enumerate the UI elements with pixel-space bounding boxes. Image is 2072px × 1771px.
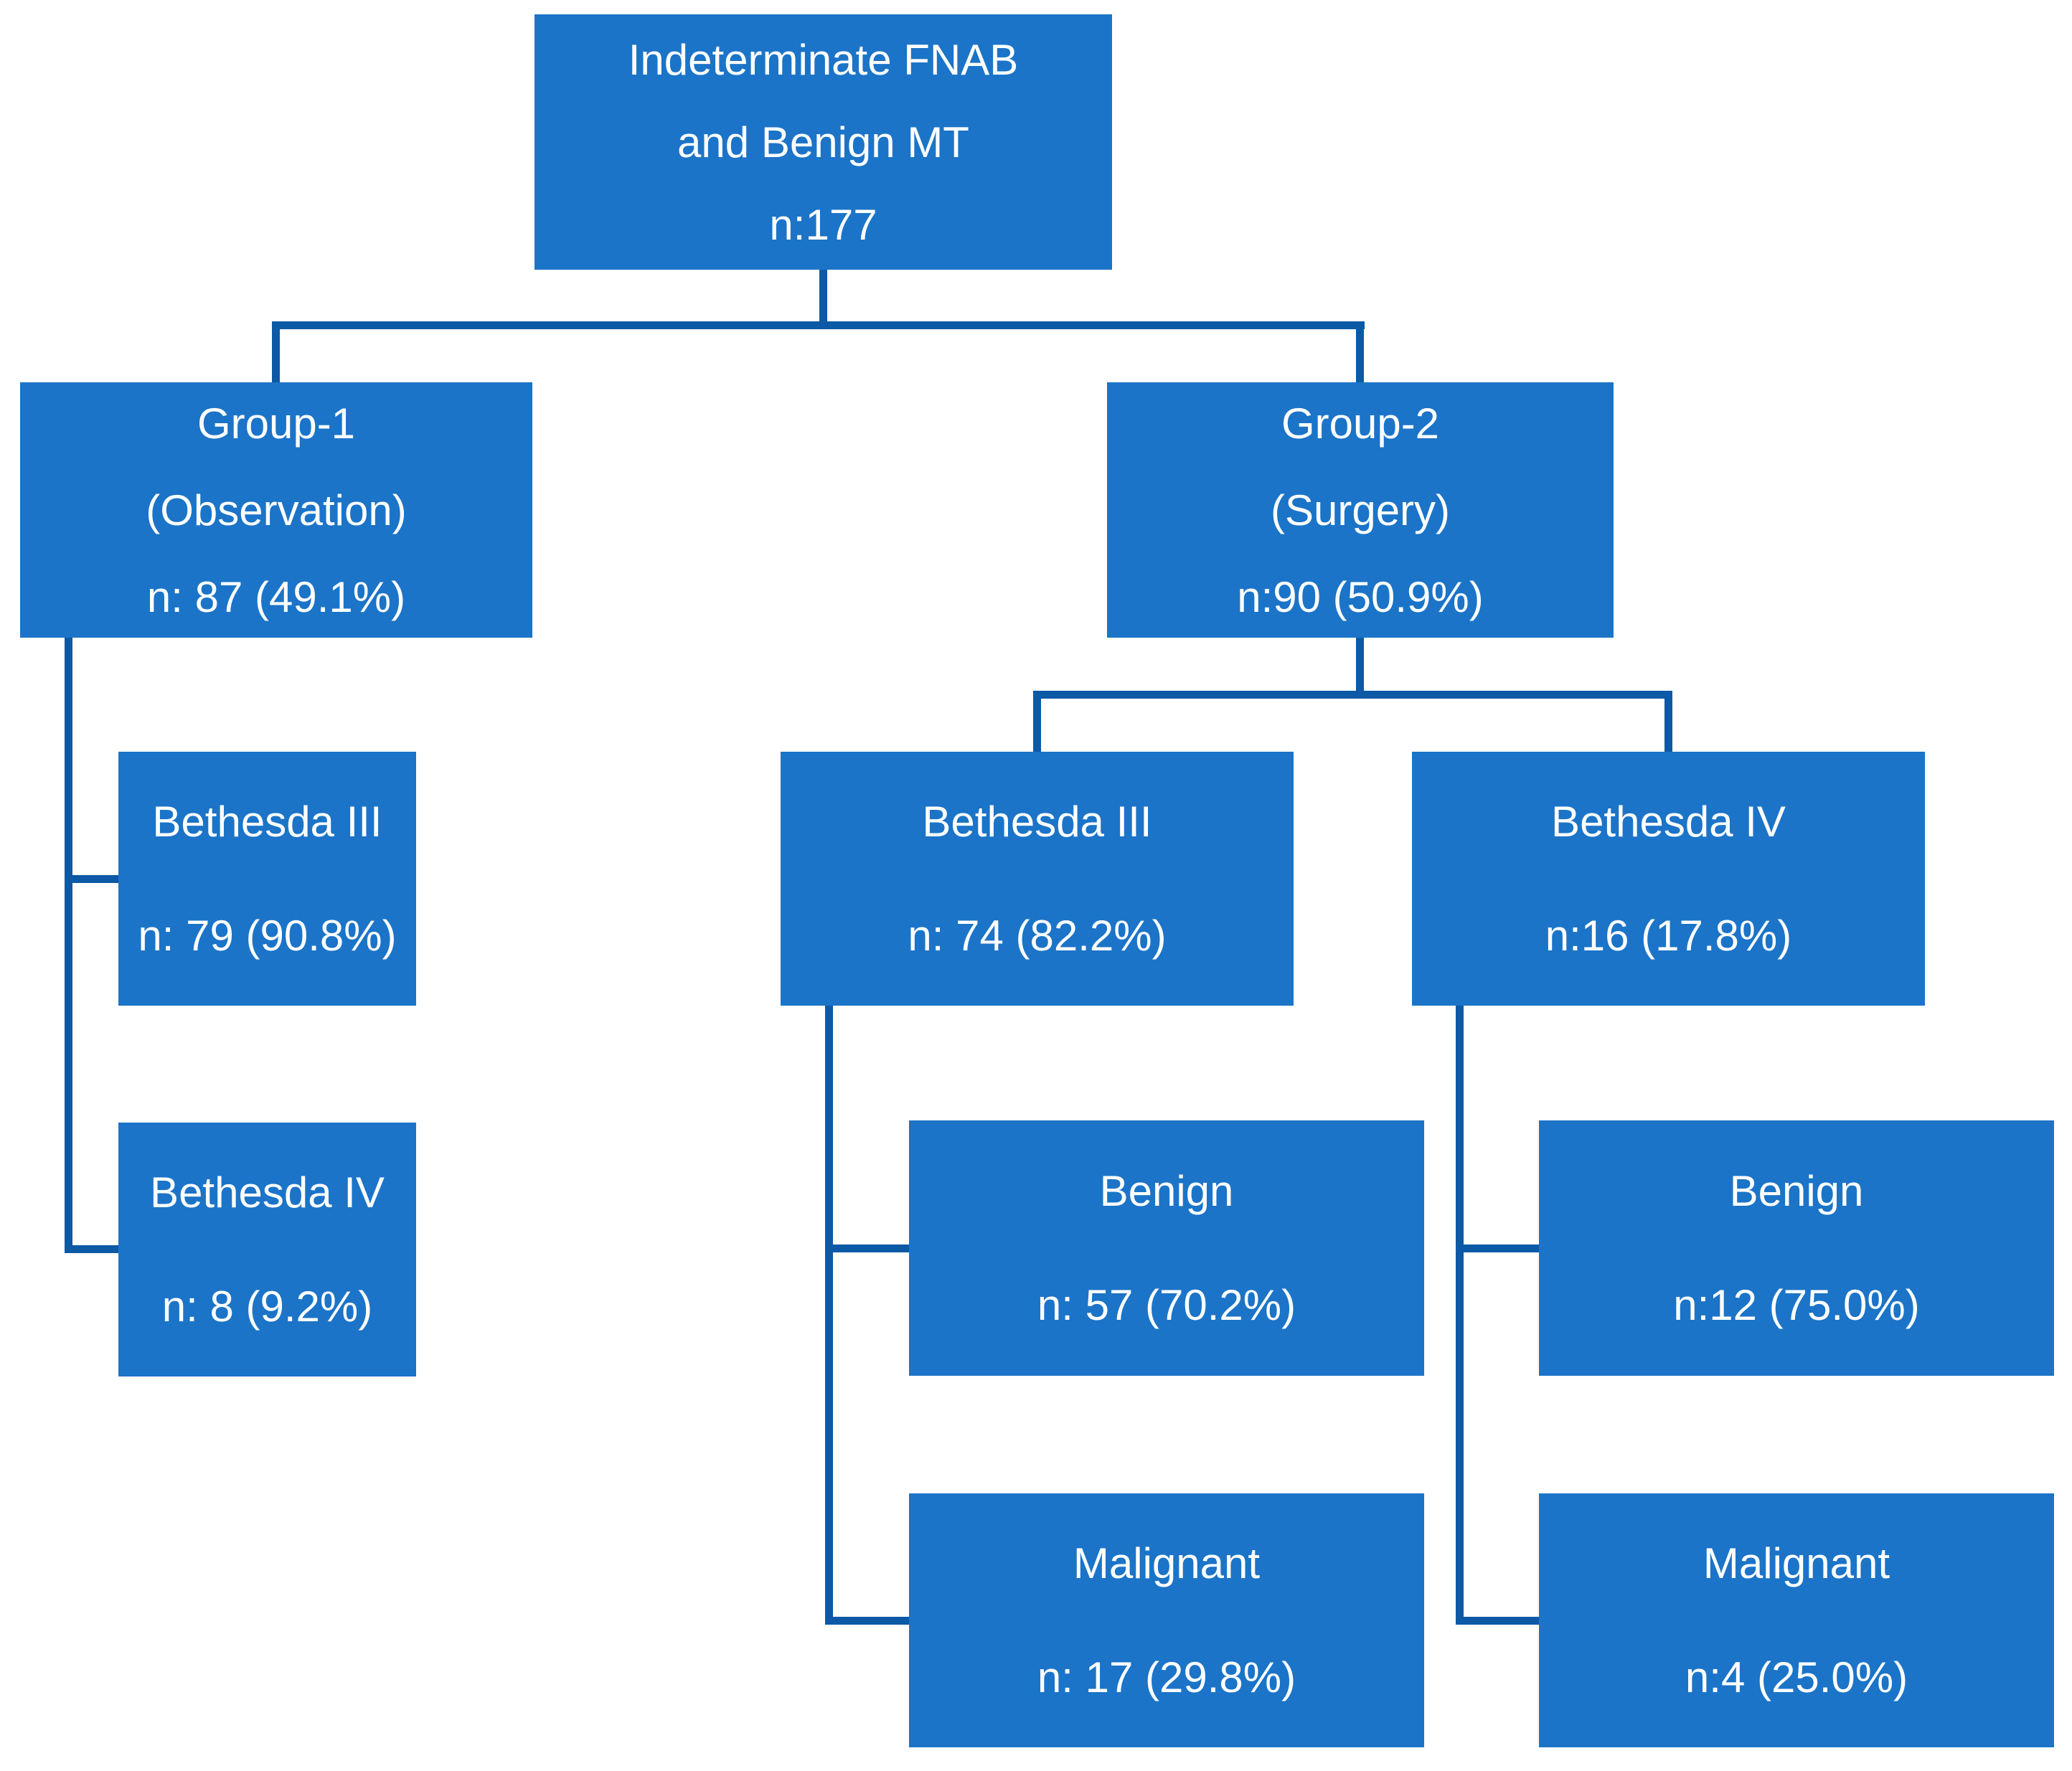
node-group2-surgery: Group-2 (Surgery) n:90 (50.9%) xyxy=(1107,382,1614,638)
node-g1beth3-count: n: 79 (90.8%) xyxy=(138,912,397,960)
connector-g2beth4-chain xyxy=(1456,1006,1464,1625)
node-b3-benign: Benign n: 57 (70.2%) xyxy=(909,1120,1424,1376)
connector-group1-drop xyxy=(272,321,280,382)
node-b4-benign: Benign n:12 (75.0%) xyxy=(1539,1120,2054,1376)
node-b4benign-title: Benign xyxy=(1729,1167,1864,1215)
connector-root-stub xyxy=(819,270,827,321)
node-group2-count: n:90 (50.9%) xyxy=(1237,572,1484,621)
node-root: Indeterminate FNAB and Benign MT n:177 xyxy=(535,14,1112,270)
connector-b3benign-elbow xyxy=(825,1245,909,1252)
connector-g2beth3-chain xyxy=(825,1006,833,1625)
node-group1-observation: Group-1 (Observation) n: 87 (49.1%) xyxy=(20,382,532,638)
node-root-line2: and Benign MT xyxy=(677,118,969,166)
node-b3benign-count: n: 57 (70.2%) xyxy=(1037,1281,1296,1329)
connector-b4benign-elbow xyxy=(1456,1245,1539,1252)
node-g2beth3-count: n: 74 (82.2%) xyxy=(908,912,1167,960)
node-group1-bethesda4: Bethesda IV n: 8 (9.2%) xyxy=(118,1123,416,1376)
connector-group2-stub xyxy=(1356,638,1364,691)
connector-g2beth3-drop xyxy=(1033,691,1041,752)
node-group1-subtitle: (Observation) xyxy=(146,486,407,534)
node-group2-bethesda3: Bethesda III n: 74 (82.2%) xyxy=(781,752,1294,1006)
node-b4malignant-count: n:4 (25.0%) xyxy=(1685,1653,1908,1701)
node-b4-malignant: Malignant n:4 (25.0%) xyxy=(1539,1493,2054,1747)
node-b4benign-count: n:12 (75.0%) xyxy=(1673,1281,1920,1329)
connector-level1-bar xyxy=(272,321,1365,329)
node-b3malignant-title: Malignant xyxy=(1073,1539,1261,1587)
node-g1beth3-title: Bethesda III xyxy=(152,798,382,846)
node-root-line1: Indeterminate FNAB xyxy=(628,35,1019,84)
node-b3-malignant: Malignant n: 17 (29.8%) xyxy=(909,1493,1424,1747)
node-group2-subtitle: (Surgery) xyxy=(1270,486,1451,534)
connector-g1beth3-elbow xyxy=(65,875,118,883)
node-b4malignant-title: Malignant xyxy=(1703,1539,1890,1587)
node-g2beth4-title: Bethesda IV xyxy=(1551,798,1786,846)
node-b3malignant-count: n: 17 (29.8%) xyxy=(1037,1653,1296,1701)
node-g2beth3-title: Bethesda III xyxy=(922,798,1152,846)
node-group2-title: Group-2 xyxy=(1281,399,1440,448)
node-group2-bethesda4: Bethesda IV n:16 (17.8%) xyxy=(1412,752,1925,1006)
connector-group1-chain xyxy=(65,638,72,1253)
connector-group2-drop xyxy=(1356,321,1364,382)
node-group1-count: n: 87 (49.1%) xyxy=(146,572,406,621)
node-g1beth4-title: Bethesda IV xyxy=(150,1168,385,1217)
node-root-line3: n:177 xyxy=(769,200,877,249)
node-g1beth4-count: n: 8 (9.2%) xyxy=(161,1283,373,1331)
connector-b4malignant-elbow xyxy=(1456,1617,1539,1625)
node-group1-bethesda3: Bethesda III n: 79 (90.8%) xyxy=(118,752,416,1006)
connector-g1beth4-elbow xyxy=(65,1245,118,1253)
node-g2beth4-count: n:16 (17.8%) xyxy=(1545,912,1792,960)
node-group1-title: Group-1 xyxy=(197,399,356,448)
connector-b3malignant-elbow xyxy=(825,1617,909,1625)
node-b3benign-title: Benign xyxy=(1099,1167,1234,1215)
connector-g2beth4-drop xyxy=(1664,691,1672,752)
connector-level2-bar xyxy=(1033,691,1672,699)
